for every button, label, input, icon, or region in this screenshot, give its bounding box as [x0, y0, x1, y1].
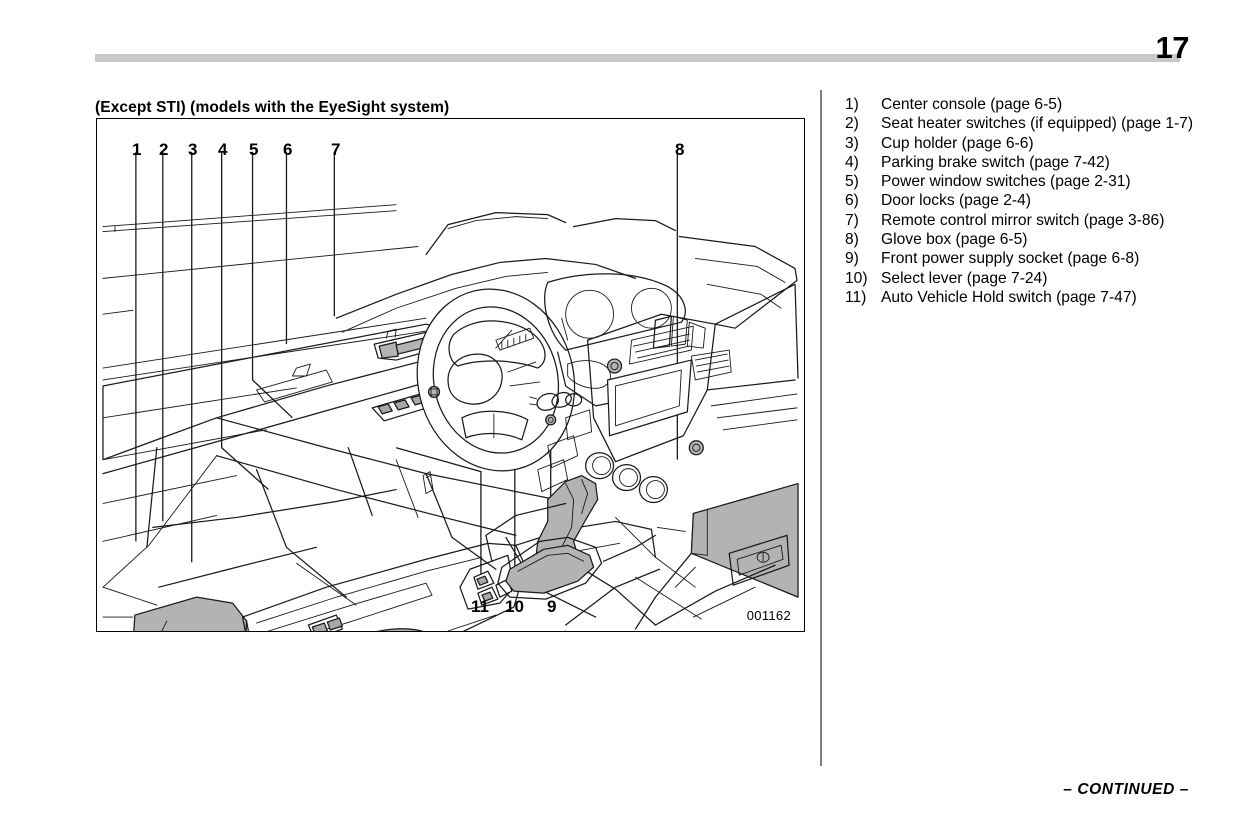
legend-item: 6) Door locks (page 2-4)	[845, 191, 1205, 210]
seat-cushion	[133, 596, 248, 631]
seat-heater-switches	[307, 614, 343, 631]
legend-item: 11) Auto Vehicle Hold switch (page 7-47)	[845, 288, 1205, 307]
kick-panel	[102, 586, 249, 631]
legend-item-label: Glove box (page 6-5)	[881, 231, 1028, 249]
legend-item: 5) Power window switches (page 2-31)	[845, 172, 1205, 191]
center-stack	[537, 313, 732, 504]
illustration-id: 001162	[746, 608, 791, 623]
floor-tunnel	[447, 564, 776, 631]
legend-item-index: 11)	[845, 288, 867, 306]
legend-item: 10) Select lever (page 7-24)	[845, 269, 1205, 288]
callout-3: 3	[188, 140, 198, 159]
callout-6: 6	[283, 140, 293, 159]
legend-item-index: 9)	[845, 250, 859, 268]
figure-caption: (Except STI) (models with the EyeSight s…	[95, 99, 450, 116]
driver-door-panel	[102, 323, 465, 588]
column-stalks	[529, 391, 583, 411]
callout-4: 4	[218, 140, 228, 159]
vehicle-interior-line-drawing: .ln { fill:none; stroke:#1a1a1a; stroke-…	[102, 151, 799, 631]
page-number: 17	[1155, 30, 1190, 65]
footer-continued-note: – CONTINUED –	[1063, 781, 1189, 798]
legend-item-label: Door locks (page 2-4)	[881, 192, 1031, 210]
legend-item-label: Center console (page 6-5)	[881, 96, 1063, 113]
legend-item-index: 10)	[845, 269, 868, 287]
remote-control-mirror-switch	[427, 385, 441, 399]
legend-item-index: 4)	[845, 153, 859, 171]
legend-item-label: Seat heater switches (if equipped) (page…	[881, 115, 1194, 133]
dashboard-upper	[335, 212, 676, 333]
legend-list: 1) Center console (page 6-5) 2) Seat hea…	[845, 95, 1205, 307]
legend-item: 9) Front power supply socket (page 6-8)	[845, 249, 1205, 268]
legend-item-index: 7)	[845, 211, 859, 229]
select-lever	[485, 474, 657, 600]
callout-1: 1	[132, 140, 142, 159]
legend-item: 3) Cup holder (page 6-6)	[845, 134, 1205, 153]
glove-box	[656, 482, 799, 598]
callout-2: 2	[159, 140, 169, 159]
dashboard-passenger-side	[678, 235, 799, 431]
legend-item-label: Front power supply socket (page 6-8)	[881, 250, 1140, 268]
legend-item: 4) Parking brake switch (page 7-42)	[845, 153, 1205, 172]
interior-illustration-figure: .ln { fill:none; stroke:#1a1a1a; stroke-…	[96, 118, 805, 632]
callout-5: 5	[249, 140, 259, 159]
legend-item: 1) Center console (page 6-5)	[845, 95, 1205, 114]
legend-item-label: Parking brake switch (page 7-42)	[881, 153, 1110, 171]
legend-item-index: 6)	[845, 192, 859, 210]
legend-item-index: 1)	[845, 96, 859, 113]
header-rule	[95, 54, 1180, 62]
legend-item: 7) Remote control mirror switch (page 3-…	[845, 211, 1205, 230]
callout-11: 11	[471, 597, 489, 616]
leader-lines	[135, 151, 679, 588]
callout-8: 8	[675, 140, 685, 159]
legend-item-label: Cup holder (page 6-6)	[881, 134, 1034, 152]
front-power-supply-socket	[545, 414, 557, 426]
legend-item-label: Power window switches (page 2-31)	[881, 173, 1131, 191]
legend-item: 8) Glove box (page 6-5)	[845, 230, 1205, 249]
legend-item-label: Auto Vehicle Hold switch (page 7-47)	[881, 288, 1137, 306]
legend-item-index: 5)	[845, 173, 859, 191]
dash-hook-detail	[422, 471, 434, 494]
legend-item: 2) Seat heater switches (if equipped) (p…	[845, 114, 1205, 133]
callout-10: 10	[505, 597, 524, 616]
seat-and-floor	[152, 417, 702, 630]
legend-item-label: Select lever (page 7-24)	[881, 269, 1048, 287]
legend-item-index: 8)	[845, 231, 859, 249]
steering-wheel	[416, 288, 576, 472]
callout-9: 9	[547, 597, 557, 616]
callout-7: 7	[331, 140, 341, 159]
legend-item-index: 3)	[845, 134, 859, 152]
legend-item-index: 2)	[845, 115, 859, 133]
column-divider	[820, 90, 822, 766]
legend-item-label: Remote control mirror switch (page 3-86)	[881, 211, 1165, 229]
